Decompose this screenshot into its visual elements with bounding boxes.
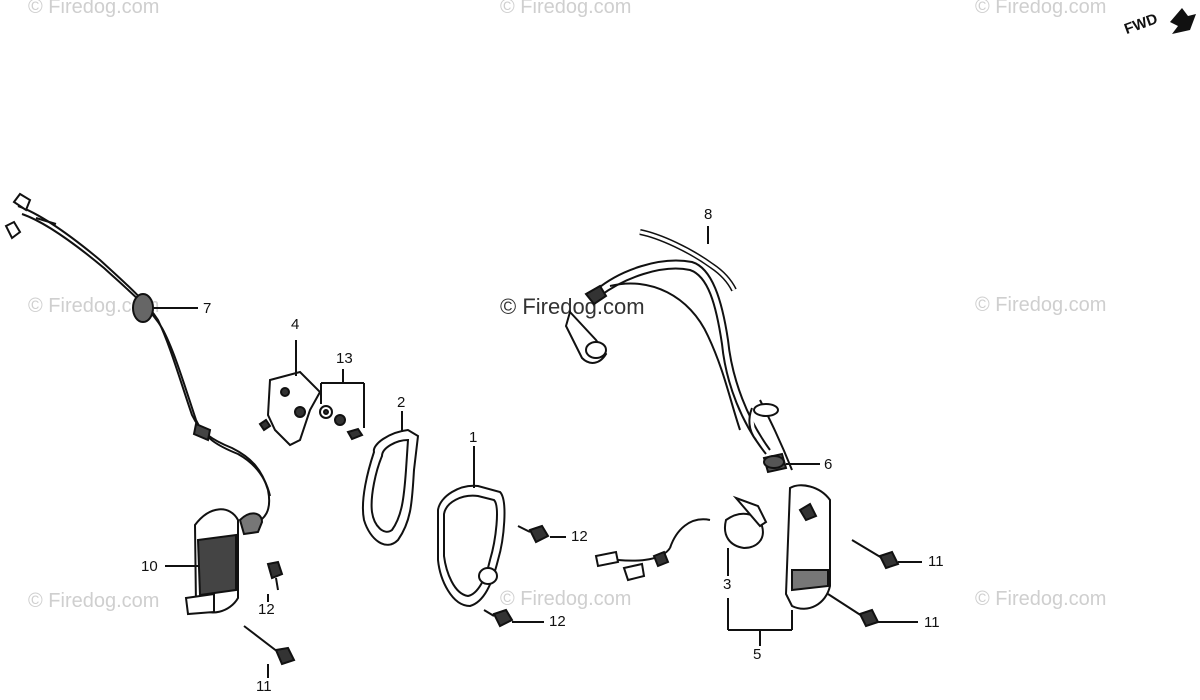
watermark: © Firedog.com bbox=[28, 590, 160, 612]
part-6-grommet bbox=[763, 455, 785, 469]
callout-11-a: 11 bbox=[256, 678, 272, 695]
callout-2: 2 bbox=[397, 394, 406, 411]
callout-12-c: 12 bbox=[549, 613, 566, 630]
callout-8: 8 bbox=[704, 206, 713, 223]
part-1-point-cover bbox=[437, 446, 506, 608]
part-12-bolt-c bbox=[483, 608, 544, 628]
callout-13: 13 bbox=[336, 350, 353, 367]
part-4-breaker-points bbox=[258, 340, 322, 447]
part-11-bolt-b bbox=[851, 539, 922, 570]
part-13-screw-washer bbox=[319, 369, 365, 441]
part-8-plug-cap bbox=[564, 226, 771, 455]
part-11-bolt-a bbox=[243, 625, 296, 678]
part-12-bolt-a bbox=[266, 560, 284, 602]
watermark: © Firedog.com bbox=[500, 588, 632, 610]
watermark: © Firedog.com bbox=[28, 0, 160, 18]
callout-7: 7 bbox=[203, 300, 212, 317]
callout-6: 6 bbox=[824, 456, 833, 473]
part-3-condenser bbox=[594, 495, 768, 582]
callout-4: 4 bbox=[291, 316, 300, 333]
part-12-bolt-b bbox=[517, 524, 566, 544]
watermark: © Firedog.com bbox=[975, 588, 1107, 610]
part-11-bolt-c bbox=[827, 593, 918, 628]
callout-11-c: 11 bbox=[924, 614, 940, 631]
callout-11-b: 11 bbox=[928, 553, 944, 570]
callout-12-b: 12 bbox=[571, 528, 588, 545]
part-2-gasket bbox=[361, 411, 420, 546]
part-10-exciter-coil bbox=[165, 508, 264, 616]
watermark: © Firedog.com bbox=[500, 0, 632, 18]
callout-5: 5 bbox=[753, 646, 762, 663]
part-7-wire-harness bbox=[4, 192, 271, 527]
callout-10: 10 bbox=[141, 558, 158, 575]
callout-1: 1 bbox=[469, 429, 478, 446]
fwd-arrow-icon bbox=[1170, 8, 1196, 34]
watermark: © Firedog.com bbox=[975, 0, 1107, 18]
callout-12-a: 12 bbox=[258, 601, 275, 618]
watermark: © Firedog.com bbox=[975, 294, 1107, 316]
watermark: © Firedog.com bbox=[28, 295, 160, 317]
callout-3: 3 bbox=[723, 576, 732, 593]
